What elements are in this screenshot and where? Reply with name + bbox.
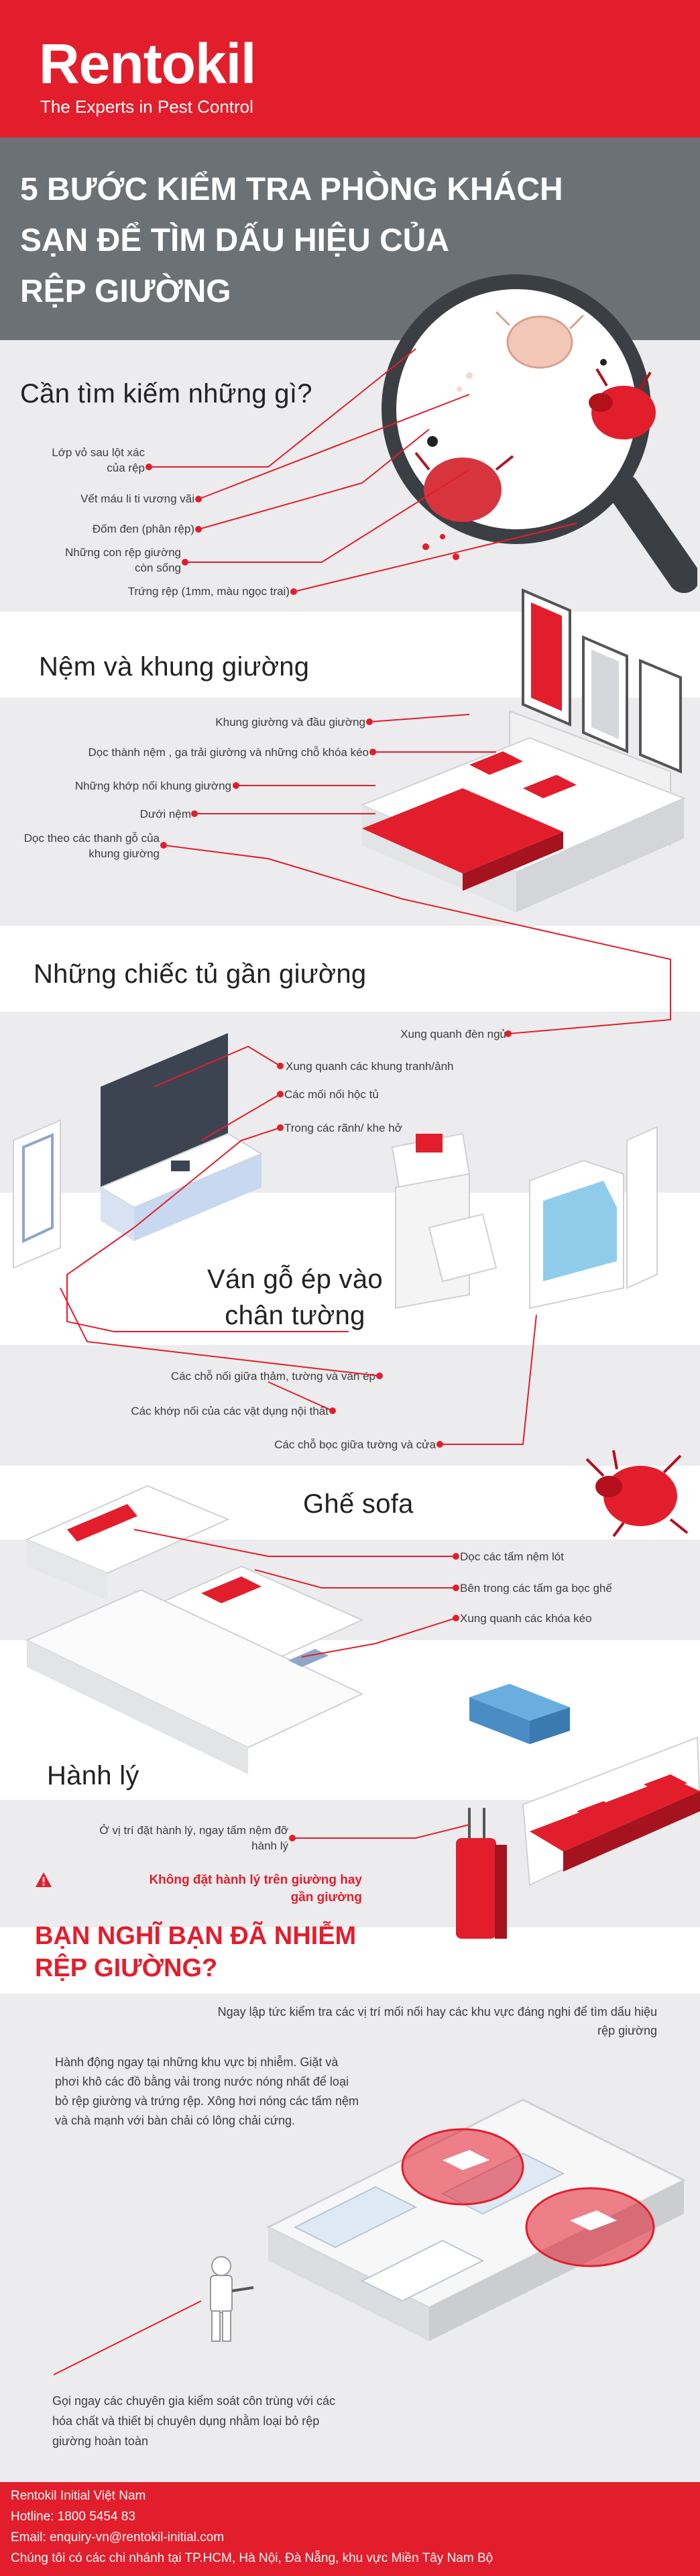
s5-item-1: Dọc các tấm nệm lót	[460, 1550, 564, 1563]
s7-heading-line-2: RỆP GIƯỜNG?	[35, 1954, 218, 1982]
bed-illustration	[360, 710, 686, 912]
s7-para-3-line-a: Gọi ngay các chuyên gia kiểm soát côn tr…	[52, 2394, 336, 2408]
s6-warning-line-2: gần giường	[290, 1890, 362, 1904]
bedbug-icon	[585, 1450, 689, 1538]
s7-para-1-line-a: Ngay lập tức kiểm tra các vị trí mối nối…	[217, 2005, 657, 2019]
footer-hotline: Hotline: 1800 5454 83	[11, 2510, 135, 2524]
s7-para-2-line-c: bỏ rệp giường và trứng rệp. Xông hơi nón…	[55, 2094, 359, 2108]
s5-heading: Ghế sofa	[303, 1489, 414, 1519]
s2-item-3: Những khớp nối khung giường	[74, 780, 231, 792]
page-title: 5 BƯỚC KIỂM TRA PHÒNG KHÁCH SẠN ĐỂ TÌM D…	[20, 164, 563, 317]
s7-para-3-line-c: giường hoàn toàn	[52, 2434, 148, 2448]
s7-para-2-line-d: và chà mạnh với bàn chải có lông chải cứ…	[55, 2114, 296, 2127]
s2-item-5-line-b: khung giường	[89, 847, 160, 860]
footer-company: Rentokil Initial Việt Nam	[11, 2489, 146, 2503]
title-line-3: RỆP GIƯỜNG	[20, 274, 231, 309]
s6-item-1-line-b: hành lý	[251, 1839, 288, 1852]
s2-heading: Nệm và khung giường	[39, 652, 310, 682]
s6-item-1: Ở vị trí đặt hành lý, ngay tấm nệm đỡ hà…	[67, 1823, 288, 1854]
s7-heading-line-1: BẠN NGHĨ BẠN ĐÃ NHIỄM	[35, 1922, 357, 1950]
s4-heading: Ván gỗ ép vào chân tường	[178, 1261, 412, 1334]
s6-warning-line-1: Không đặt hành lý trên giường hay	[149, 1873, 362, 1887]
s1-item-1-line-b: của rệp	[107, 462, 145, 474]
black-spot-icon	[427, 436, 438, 447]
s7-para-3-line-b: hóa chất và thiết bị chuyên dụng nhằm lo…	[52, 2414, 320, 2428]
s1-item-5: Trứng rệp (1mm, màu ngọc trai)	[127, 585, 290, 598]
s5-item-3: Xung quanh các khóa kéo	[460, 1612, 592, 1625]
s7-para-2-line-b: phơi khô các đồ bằng vải trong nước nóng…	[55, 2075, 349, 2088]
s1-item-1: Lớp vỏ sau lột xác của rệp	[13, 445, 145, 476]
s4-item-1: Các chỗ nối giữa thảm, tường và ván ép	[170, 1370, 375, 1383]
s2-item-4: Dưới nệm	[139, 808, 191, 820]
bedbug-shell-icon	[495, 311, 585, 369]
s7-para-1-line-b: rệp giường	[597, 2024, 657, 2037]
wall-frames-illustration	[522, 588, 682, 773]
s3-item-3: Các mối nối hộc tủ	[284, 1088, 379, 1101]
s2-item-5: Dọc theo các thanh gỗ của khung giường	[13, 830, 160, 861]
bedbug-live-icon	[589, 368, 656, 439]
footer-branches: Chúng tôi có các chi nhánh tại TP.HCM, H…	[11, 2551, 493, 2565]
luggage-bed-illustration	[456, 1684, 700, 1939]
s7-para-2: Hành động ngay tại những khu vực bị nhiễ…	[55, 2053, 417, 2131]
s6-warning: Không đặt hành lý trên giường hay gần gi…	[87, 1872, 362, 1907]
exterminator-icon	[210, 2256, 254, 2342]
tagline: The Experts in Pest Control	[40, 97, 253, 117]
s1-item-4-line-b: còn sống	[135, 561, 181, 574]
s2-item-1: Khung giường và đầu giường	[215, 716, 365, 729]
s3-heading: Những chiếc tủ gần giường	[34, 959, 367, 989]
title-line-1: 5 BƯỚC KIỂM TRA PHÒNG KHÁCH	[20, 172, 563, 207]
magnifier-illustration	[382, 274, 697, 593]
footer-band	[0, 2482, 700, 2576]
s1-item-4-line-a: Những con rệp giường	[65, 546, 181, 559]
s5-item-2: Bên trong các tấm ga bọc ghế	[460, 1582, 612, 1595]
s2-item-5-line-a: Dọc theo các thanh gỗ của	[23, 832, 160, 845]
s6-item-1-line-a: Ở vị trí đặt hành lý, ngay tấm nệm đỡ	[99, 1824, 288, 1837]
title-line-2: SẠN ĐỂ TÌM DẤU HIỆU CỦA	[20, 223, 450, 258]
logo: Rentokil	[39, 32, 256, 95]
s1-item-1-line-a: Lớp vỏ sau lột xác	[52, 446, 145, 459]
s7-para-2-line-a: Hành động ngay tại những khu vực bị nhiễ…	[55, 2055, 339, 2069]
s4-heading-line-1: Ván gỗ ép vào	[207, 1265, 383, 1294]
hotel-floorplan-illustration	[266, 2098, 687, 2341]
s4-item-3: Các chỗ bọc giữa tường và cửa	[274, 1438, 436, 1451]
header-banner	[0, 0, 700, 138]
s2-item-2: Dọc thành nệm , ga trải giường và những …	[88, 746, 369, 759]
s1-item-4: Những con rệp giường còn sống	[13, 545, 181, 576]
s7-para-3: Gọi ngay các chuyên gia kiểm soát côn tr…	[52, 2391, 388, 2451]
s7-heading: BẠN NGHĨ BẠN ĐÃ NHIỄM RỆP GIƯỜNG?	[35, 1920, 356, 1984]
footer-email[interactable]: Email: enquiry-vn@rentokil-initial.com	[11, 2530, 225, 2544]
s1-item-2: Vết máu li ti vương vãi	[80, 492, 194, 505]
s1-heading: Cần tìm kiếm những gì?	[20, 379, 312, 409]
s6-heading: Hành lý	[47, 1761, 139, 1790]
s7-para-1: Ngay lập tức kiểm tra các vị trí mối nối…	[40, 2002, 657, 2040]
warning-icon	[36, 1872, 52, 1887]
s4-heading-line-2: chân tường	[225, 1301, 365, 1330]
s4-item-2: Các khớp nối của các vật dụng nội thất	[131, 1405, 329, 1417]
sofa-illustration	[25, 1485, 364, 1774]
s3-item-2: Xung quanh các khung tranh/ảnh	[286, 1060, 454, 1073]
s1-item-3: Đốm đen (phân rệp)	[92, 523, 194, 535]
